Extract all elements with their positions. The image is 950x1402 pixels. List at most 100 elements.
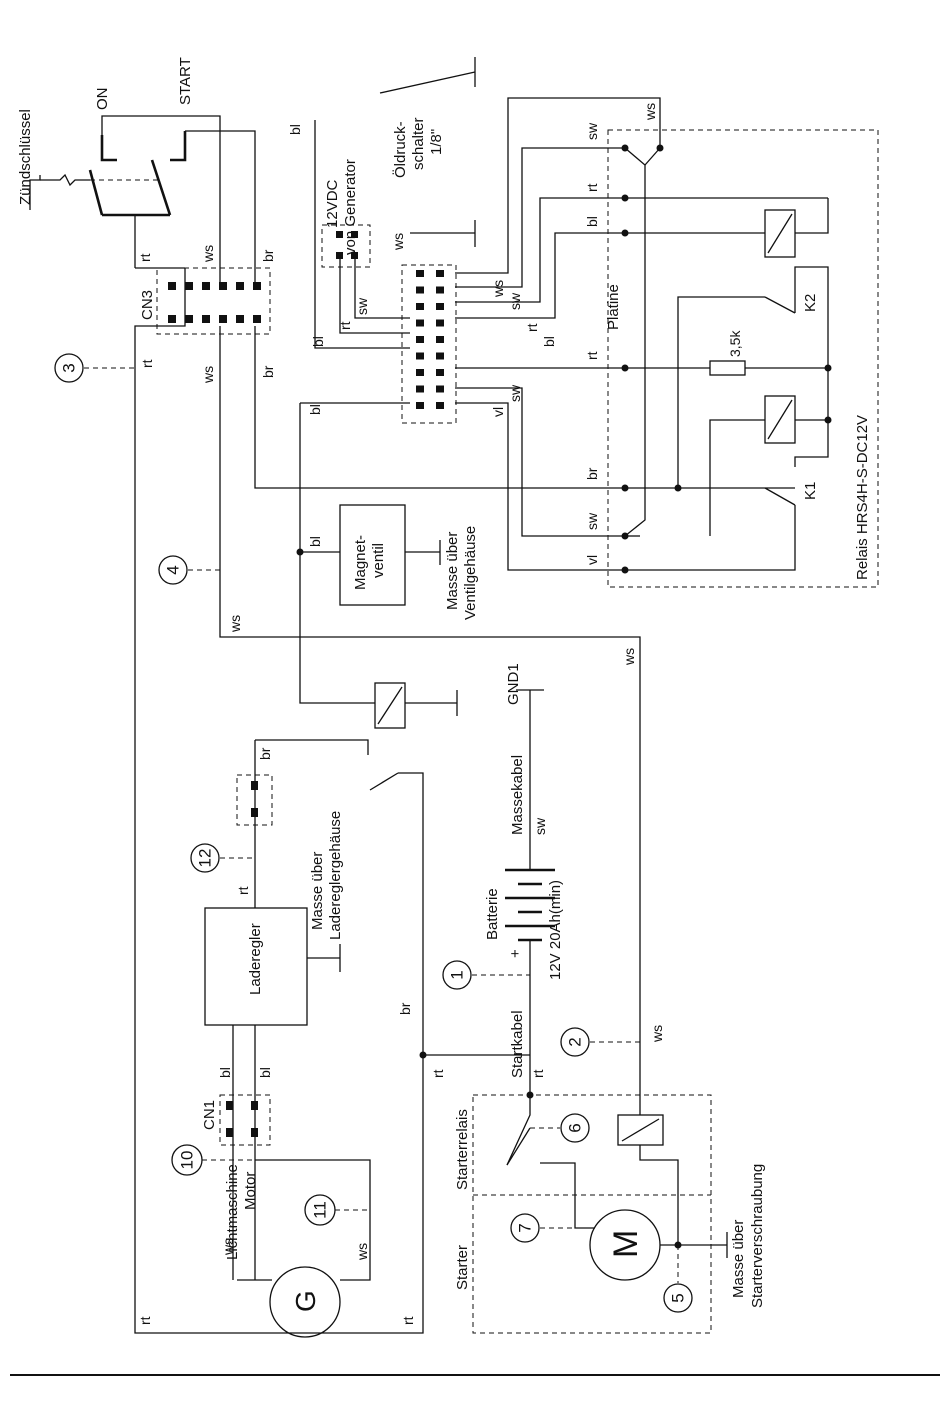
wire-label-ws-oel: ws [642, 103, 658, 121]
starter-motor [589, 1209, 661, 1281]
wire-ws-oel [455, 97, 661, 274]
label-masse-ventil-2: Ventilgehäuse [462, 526, 479, 620]
wire-label-ws-loop: ws [227, 615, 243, 633]
connector-pin [436, 385, 444, 393]
starter-box [472, 1094, 712, 1334]
k2-coil-diag [767, 213, 793, 254]
label-gnd1: GND1 [505, 663, 522, 705]
wire-label-br-start: br [397, 1002, 413, 1015]
wire-label-br-lr: br [257, 747, 273, 760]
relay-board [607, 129, 879, 588]
test-point-5: 5 [663, 1245, 693, 1313]
label-massekabel: Massekabel [509, 755, 526, 835]
connector-pin [436, 303, 444, 310]
wire-label-bl-valve: bl [307, 404, 323, 415]
label-starter: Starter [454, 1245, 471, 1290]
wire-ws-main [219, 326, 641, 1115]
connector-pin [436, 402, 444, 409]
test-point-3: 3 [54, 353, 135, 383]
test-point-2: 2 [560, 1027, 640, 1057]
label-g: G [290, 1290, 321, 1312]
wire-label-rt-bottom1: rt [137, 1316, 153, 1325]
connector-pin [416, 385, 424, 393]
wire-label-rt-bottom2: rt [400, 1316, 416, 1325]
test-point-1: 1 [442, 960, 530, 990]
test-point-6: 6 [530, 1113, 590, 1143]
wire-sw-platine [455, 147, 625, 288]
svg-text:10: 10 [178, 1151, 197, 1170]
wire-gen-bl [314, 120, 410, 349]
svg-text:4: 4 [164, 565, 183, 574]
cn3-pins [168, 282, 261, 323]
label-cn3: CN3 [139, 290, 156, 320]
label-lichtmaschine-2: Motor [242, 1172, 259, 1210]
label-lichtmaschine-1: Lichtmaschine [224, 1164, 241, 1260]
wire-label-sw-conn: sw [507, 292, 523, 310]
wire-label-vl-conn: vl [490, 407, 506, 417]
wire-label-ws-right: ws [621, 648, 637, 666]
start-relay-diag [377, 686, 403, 725]
relay-k1-coil [764, 395, 796, 444]
wire-label-sw-mk: sw [532, 817, 548, 835]
start-relay-switch[interactable] [369, 772, 399, 791]
svg-text:7: 7 [516, 1223, 535, 1232]
label-batt-plus: + [507, 949, 524, 958]
label-generator-2: von Generator [342, 159, 359, 255]
wire-label-sw-gen: sw [354, 297, 370, 315]
wire-label-rt-stk: rt [430, 1069, 446, 1078]
wire-label-rt-conn: rt [524, 323, 540, 332]
connector-pin [416, 402, 424, 409]
wire-oel [379, 71, 476, 94]
wire-label-vl-pl: vl [584, 555, 600, 565]
cn1-pins [226, 1101, 258, 1137]
connector-pin [436, 352, 444, 360]
wire-label-bl-lr1: bl [217, 1067, 233, 1078]
connector-platine [401, 264, 457, 424]
wire-vl [455, 402, 625, 571]
connector-pin [436, 270, 444, 277]
wire-label-rt-loop: rt [139, 359, 155, 368]
platine-ws [644, 147, 661, 166]
generator-pins [336, 231, 358, 259]
wire-label-sw-pl2: sw [584, 512, 600, 530]
label-oeldruck-1: Öldruck- [391, 121, 409, 178]
k2-switch[interactable] [764, 296, 796, 314]
resistor-3-5k [709, 360, 746, 376]
label-starterrelais: Starterrelais [454, 1109, 471, 1190]
wire-bl-platine [455, 232, 625, 319]
wire-br-start-relay [255, 739, 369, 755]
k2-right [794, 266, 829, 467]
wire-sw2 [455, 387, 625, 537]
wire-label-rt-key: rt [137, 253, 153, 262]
test-point-10: 10 [171, 1144, 255, 1176]
label-masse-starter-1: Masse über [730, 1220, 747, 1298]
wire-bl-valve [299, 403, 375, 704]
magnetventil-box [339, 504, 406, 606]
platine-connector-pins [416, 270, 444, 409]
k1-coil-diag [767, 399, 793, 440]
label-masse-lr-2: Ladereglergehäuse [327, 811, 344, 940]
connector-cn1 [219, 1094, 271, 1146]
label-k1: K1 [802, 482, 819, 500]
wire-label-rt-res: rt [584, 351, 600, 360]
connector-pin [416, 352, 424, 360]
k1-switch[interactable] [764, 487, 796, 506]
ignition-key-switch[interactable] [29, 131, 187, 217]
label-m: M [607, 1230, 645, 1258]
relay-k2-coil [764, 209, 796, 258]
wire-label-ws-gnd: ws [390, 233, 406, 251]
svg-text:11: 11 [311, 1201, 330, 1219]
connector-pin [416, 286, 424, 294]
label-relais: Relais HRS4H-S-DC12V [854, 415, 871, 580]
wire-sr-coil-gnd [639, 1145, 679, 1245]
k1-coil [709, 419, 765, 536]
wire-label-rt-gen: rt [337, 321, 353, 330]
start-relay-coil [374, 682, 406, 729]
label-oeldruck-2: schalter [410, 117, 427, 170]
wire-br-k1 [254, 326, 795, 489]
wire-br-switch-out [398, 772, 424, 1055]
starter-relay-switch[interactable] [506, 1127, 531, 1166]
label-masse-lr-1: Masse über [309, 852, 326, 930]
wire-label-rt-start: rt [530, 1069, 546, 1078]
